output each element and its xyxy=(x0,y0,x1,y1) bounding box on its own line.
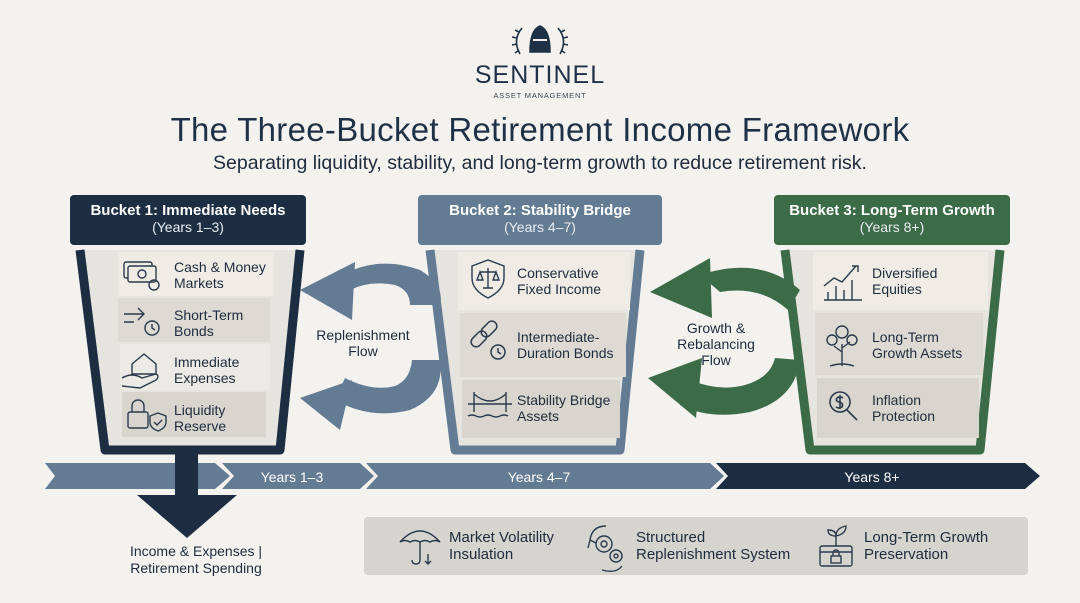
shield-scale-icon xyxy=(471,259,505,299)
bucket-1-header: Bucket 1: Immediate Needs (Years 1–3) xyxy=(70,202,306,235)
bridge-icon xyxy=(467,392,512,418)
bucket-2-item-intermediate-bonds: Intermediate- Duration Bonds xyxy=(517,329,614,361)
tree-icon xyxy=(826,325,858,367)
bucket-1-item-immediate-expenses: Immediate Expenses xyxy=(174,354,240,386)
benefits-panel xyxy=(364,517,1028,575)
short-term-bonds-icon xyxy=(124,307,160,336)
page-subtitle: Separating liquidity, stability, and lon… xyxy=(213,152,867,174)
lock-shield-icon xyxy=(127,399,167,432)
bucket-3-item-growth-assets: Long-Term Growth Assets xyxy=(872,329,963,361)
seedling-box-icon xyxy=(819,525,853,567)
bucket-1-container xyxy=(70,195,306,455)
bucket-3-title: Bucket 3: Long-Term Growth xyxy=(789,202,995,219)
bucket-2-title: Bucket 2: Stability Bridge xyxy=(449,202,631,219)
timeline-years-4-7: Years 4–7 xyxy=(507,469,571,485)
benefit-growth-preservation: Long-Term Growth Preservation xyxy=(864,529,989,563)
replenishment-flow-label: Replenishment Flow xyxy=(316,327,410,359)
timeline-years-8-plus: Years 8+ xyxy=(844,469,900,485)
spending-output-arrow xyxy=(137,450,237,538)
replenishment-flow-arrows xyxy=(300,262,441,430)
growth-rebalancing-flow-arrows xyxy=(648,258,800,418)
bucket-3-item-inflation-protection: Inflation Protection xyxy=(872,392,936,424)
bucket-2-item-stability-bridge-assets: Stability Bridge Assets xyxy=(517,392,611,424)
spending-output-label: Income & Expenses | Retirement Spending xyxy=(129,543,263,576)
umbrella-icon xyxy=(399,530,441,565)
bucket-1-item-liquidity-reserve: Liquidity Reserve xyxy=(174,402,227,434)
cash-icon xyxy=(123,261,160,291)
growth-chart-icon xyxy=(823,265,862,301)
bucket-3-item-diversified-equities: Diversified Equities xyxy=(872,265,938,297)
bucket-1-years: (Years 1–3) xyxy=(152,219,224,235)
chain-clock-icon xyxy=(470,320,506,360)
brand-tagline: ASSET MANAGEMENT xyxy=(493,91,587,100)
magnifier-dollar-icon xyxy=(829,391,858,421)
bucket-2-item-conservative-fixed-income: Conservative Fixed Income xyxy=(517,265,602,297)
bucket-1-item-short-term-bonds: Short-Term Bonds xyxy=(174,307,244,339)
timeline-years-1-3: Years 1–3 xyxy=(260,469,324,485)
bucket-2-years: (Years 4–7) xyxy=(504,219,576,235)
benefit-structured-replenishment: Structured Replenishment System xyxy=(636,529,791,563)
growth-rebalancing-flow-label: Growth & Rebalancing Flow xyxy=(677,320,755,368)
bucket-2-header: Bucket 2: Stability Bridge (Years 4–7) xyxy=(418,202,662,235)
knight-helmet-laurel-icon xyxy=(511,25,569,55)
bucket-1-item-cash: Cash & Money Markets xyxy=(174,259,266,291)
benefit-volatility-insulation: Market Volatility Insulation xyxy=(449,529,555,563)
brand-name: SENTINEL xyxy=(474,61,606,89)
timeline-band xyxy=(45,463,1040,489)
bucket-1-title: Bucket 1: Immediate Needs xyxy=(90,202,286,219)
house-hand-icon xyxy=(121,353,159,389)
gears-cycle-icon xyxy=(587,525,623,573)
bucket-3-header: Bucket 3: Long-Term Growth (Years 8+) xyxy=(774,202,1010,235)
page-title: The Three-Bucket Retirement Income Frame… xyxy=(170,111,910,148)
bucket-3-years: (Years 8+) xyxy=(859,219,925,235)
